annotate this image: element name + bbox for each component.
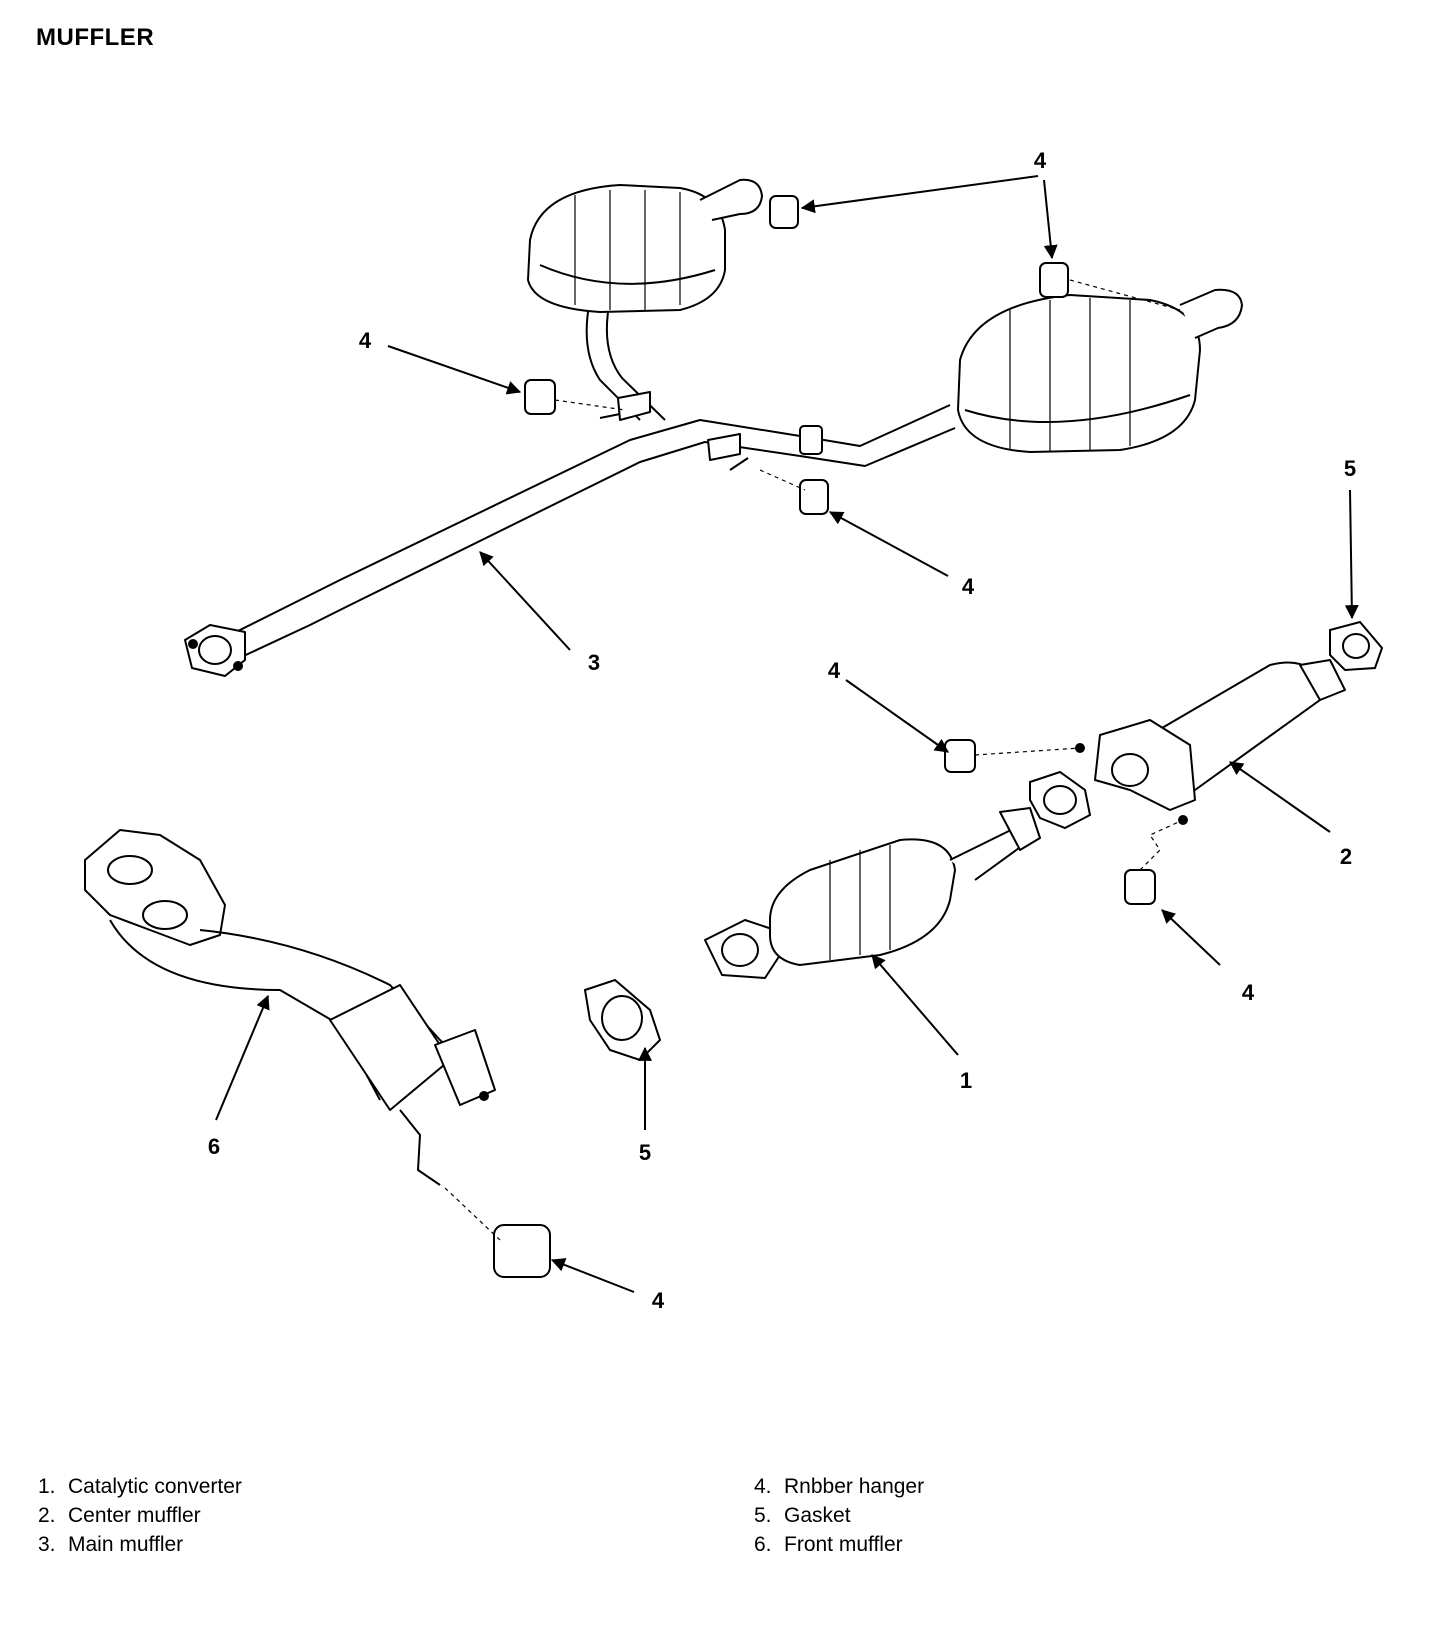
main-muffler — [184, 178, 1243, 677]
legend-label: Gasket — [784, 1504, 851, 1527]
main-muffler-inlet-flange — [184, 624, 246, 677]
right-rear-muffler — [957, 288, 1243, 453]
legend-number: 2. — [38, 1504, 56, 1527]
callout-4d: 4 — [828, 658, 841, 683]
legend-item: 3. Main muffler — [38, 1530, 242, 1559]
legend-label: Front muffler — [784, 1533, 903, 1556]
legend-number: 5. — [754, 1504, 772, 1527]
legend-column-left: 1. Catalytic converter 2. Center muffler… — [38, 1472, 242, 1559]
callout-labels: 4 4 4 3 5 4 2 4 1 5 6 4 4 — [208, 148, 1356, 1313]
callout-5b: 5 — [639, 1140, 651, 1165]
legend-item: 1. Catalytic converter — [38, 1472, 242, 1501]
legend-number: 1. — [38, 1475, 56, 1498]
callout-4e: 4 — [1242, 980, 1255, 1005]
gasket-front — [583, 978, 662, 1062]
page-title: MUFFLER — [36, 24, 155, 51]
legend-column-right: 4. Rnbber hanger 5. Gasket 6. Front muff… — [754, 1472, 924, 1559]
legend-item: 4. Rnbber hanger — [754, 1472, 924, 1501]
rubber-hangers — [493, 195, 1156, 1278]
callout-3: 3 — [588, 650, 600, 675]
left-rear-muffler — [527, 178, 763, 313]
exhaust-system-diagram: 4 4 4 3 5 4 2 4 1 5 6 4 4 — [84, 148, 1384, 1313]
legend-item: 2. Center muffler — [38, 1501, 242, 1530]
callout-4c: 4 — [962, 574, 975, 599]
center-muffler — [1075, 659, 1346, 825]
front-muffler — [84, 829, 496, 1186]
gasket-center — [1029, 770, 1092, 830]
gasket-rear — [1329, 620, 1384, 672]
callout-1: 1 — [960, 1068, 972, 1093]
callout-4f: 4 — [652, 1288, 665, 1313]
legend-number: 6. — [754, 1533, 772, 1556]
mounting-guides — [444, 279, 1184, 1241]
callout-6: 6 — [208, 1134, 220, 1159]
legend-number: 4. — [754, 1475, 772, 1498]
callout-5a: 5 — [1344, 456, 1356, 481]
callout-2: 2 — [1340, 844, 1352, 869]
legend-number: 3. — [38, 1533, 56, 1556]
legend-label: Rnbber hanger — [784, 1475, 925, 1498]
catalytic-converter — [704, 807, 1041, 979]
legend-label: Main muffler — [68, 1533, 184, 1556]
legend-item: 6. Front muffler — [754, 1530, 924, 1559]
callout-4a: 4 — [1034, 148, 1047, 173]
callout-4b: 4 — [359, 328, 372, 353]
legend-item: 5. Gasket — [754, 1501, 924, 1530]
legend-label: Center muffler — [68, 1504, 201, 1527]
legend-label: Catalytic converter — [68, 1475, 242, 1498]
leader-arrows — [215, 175, 1359, 1293]
